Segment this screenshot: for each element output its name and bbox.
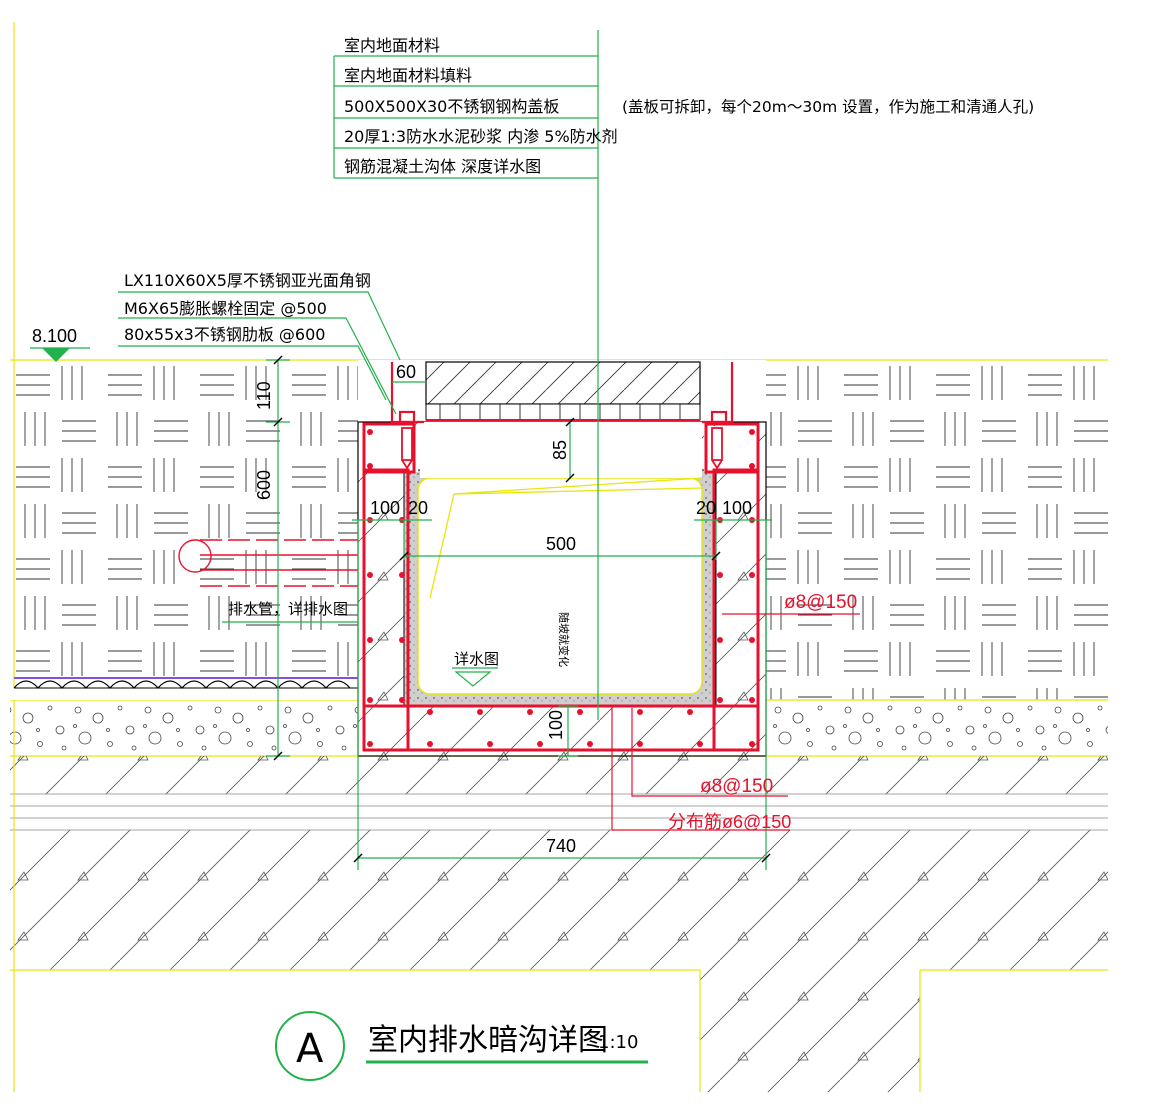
- slope-label: 随坡就变化: [557, 612, 571, 667]
- slope-line: [429, 477, 703, 599]
- angle-note-2: M6X65膨胀螺栓固定 @500: [124, 299, 327, 318]
- layer-note-2: 室内地面材料填料: [344, 66, 472, 85]
- dim-85: 85: [550, 440, 570, 460]
- leader-lines: [30, 30, 772, 870]
- trench-body: [357, 360, 767, 757]
- rebar-bottom-label: ø8@150: [700, 776, 773, 797]
- elevation-marker: [42, 348, 70, 362]
- dimension-labels: 60 110 600 85 100 20 20 100 500 100 740: [254, 362, 752, 856]
- steel-cover-plate: [425, 361, 701, 421]
- dim-110: 110: [254, 381, 274, 410]
- dimension-ticks: [273, 355, 771, 863]
- dim-20-left: 20: [408, 498, 428, 518]
- rebar-leaders: [611, 613, 860, 831]
- title-block: A 室内排水暗沟详图 1:10: [275, 1011, 648, 1081]
- dim-740: 740: [546, 836, 576, 856]
- angle-note-1: LX110X60X5厚不锈钢亚光面角钢: [124, 271, 371, 290]
- dim-500: 500: [546, 534, 576, 554]
- dim-20-right: 20: [696, 498, 716, 518]
- layer-note-3: 500X500X30不锈钢钢构盖板: [344, 97, 559, 116]
- rebar-distribution-label: 分布筋ø6@150: [668, 812, 791, 832]
- membrane-wave: [10, 677, 358, 700]
- water-label: 详水图: [454, 650, 499, 668]
- title-scale: 1:10: [598, 1032, 638, 1053]
- angle-notes: LX110X60X5厚不锈钢亚光面角钢 M6X65膨胀螺栓固定 @500 80x…: [124, 271, 371, 344]
- rebar-frame: [362, 422, 760, 752]
- layer-note-4: 20厚1:3防水水泥砂浆 内渗 5%防水剂: [344, 127, 618, 146]
- elevation-value: 8.100: [32, 326, 77, 346]
- layer-note-5: 钢筋混凝土沟体 深度详水图: [344, 157, 541, 176]
- layer-notes: 室内地面材料 室内地面材料填料 500X500X30不锈钢钢构盖板 20厚1:3…: [344, 36, 618, 176]
- angle-note-3: 80x55x3不锈钢肋板 @600: [124, 325, 325, 344]
- rebar-side-label: ø8@150: [784, 592, 857, 613]
- title-text: 室内排水暗沟详图: [368, 1023, 608, 1058]
- title-symbol: A: [296, 1026, 324, 1072]
- cover-note: (盖板可拆卸，每个20m～30m 设置，作为施工和清通人孔): [622, 98, 1034, 116]
- layer-note-1: 室内地面材料: [344, 36, 440, 55]
- concrete-base-layer: [10, 756, 1108, 1092]
- drain-pipe: [178, 539, 358, 587]
- dim-100-bottom: 100: [546, 710, 566, 740]
- dim-100-right: 100: [722, 498, 752, 518]
- rebar-notes: ø8@150 ø8@150 分布筋ø6@150: [668, 592, 857, 832]
- drain-pipe-label: 排水管，详排水图: [228, 600, 348, 618]
- expansion-bolt: [401, 427, 723, 470]
- title-circle: [275, 1011, 345, 1081]
- dim-60: 60: [396, 362, 416, 382]
- dim-600: 600: [254, 470, 274, 500]
- dim-100-left: 100: [370, 498, 400, 518]
